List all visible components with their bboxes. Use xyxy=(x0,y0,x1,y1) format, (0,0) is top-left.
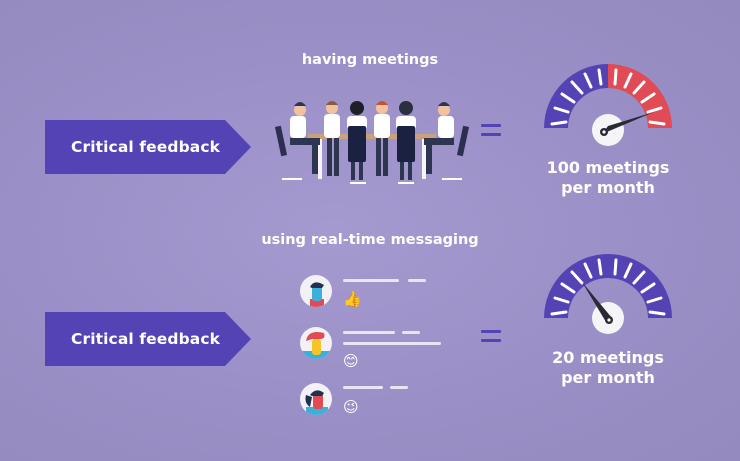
message-line xyxy=(343,331,395,334)
gauge-high-icon xyxy=(544,64,672,146)
caption-line2: per month xyxy=(561,178,655,197)
critical-feedback-tag-bottom: Critical feedback xyxy=(45,312,251,366)
message-line xyxy=(408,279,426,282)
equals-sign-bottom xyxy=(481,330,501,348)
gauge-low-caption: 20 meetings per month xyxy=(528,348,688,388)
thumbs-up-icon: 👍 xyxy=(343,290,362,308)
winking-face-icon: 😉 xyxy=(343,398,359,416)
equals-sign-top xyxy=(481,124,501,142)
caption-line1: 20 meetings xyxy=(552,348,664,367)
smiling-face-icon: 😊 xyxy=(343,352,359,370)
caption-line2: per month xyxy=(561,368,655,387)
message-line xyxy=(343,342,441,345)
tag-label: Critical feedback xyxy=(71,138,221,156)
gauge-high-caption: 100 meetings per month xyxy=(528,158,688,198)
ponytail-avatar xyxy=(300,383,332,415)
gauge-low-icon xyxy=(544,254,672,334)
message-line xyxy=(390,386,408,389)
man-avatar xyxy=(300,275,332,307)
meeting-table-people-illustration xyxy=(274,101,470,184)
message-line xyxy=(343,279,399,282)
caption-line1: 100 meetings xyxy=(546,158,670,177)
message-line xyxy=(402,331,420,334)
critical-feedback-tag-top: Critical feedback xyxy=(45,120,251,174)
red-hair-avatar xyxy=(300,327,332,359)
message-line xyxy=(343,386,383,389)
tag-label: Critical feedback xyxy=(71,330,221,348)
messaging-heading: using real-time messaging xyxy=(261,232,479,248)
meetings-heading: having meetings xyxy=(301,52,439,68)
